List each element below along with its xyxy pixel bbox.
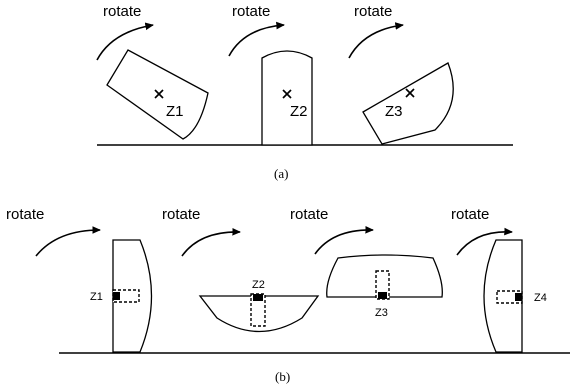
center-label-b-z2: Z2 [252,279,265,291]
rotate-arrow-a3 [348,22,404,59]
rotate-label-a3: rotate [354,3,392,20]
center-label-b-z4: Z4 [534,292,547,304]
rotate-label-b1: rotate [6,206,44,223]
rotate-arrow-b4 [456,227,513,256]
rotate-arrow-b3 [314,225,374,255]
panel-b: rotate rotate rotate rotate Z1 Z2 Z3 [6,206,570,384]
object-a1: Z1 [106,49,209,140]
center-label-z2: Z2 [290,103,308,120]
center-label-b-z1: Z1 [90,291,103,303]
rotate-arrow-b2 [181,227,241,257]
rotate-arrow-b1 [35,226,101,257]
object-a2: Z2 [261,50,313,146]
caption-a: (a) [274,166,288,181]
rotate-label-b3: rotate [290,206,328,223]
object-a3: Z3 [362,62,454,145]
object-b2: Z2 [198,279,320,333]
rotate-label-b2: rotate [162,206,200,223]
rotate-arrow-a1 [96,22,154,61]
object-b3: Z3 [326,254,443,319]
panel-a: rotate rotate rotate Z1 Z2 Z3 ( [96,3,513,181]
object-b4: Z4 [483,239,547,353]
rotate-label-a2: rotate [232,3,270,20]
object-b1: Z1 [90,239,153,353]
rotate-label-a1: rotate [103,3,141,20]
center-label-b-z3: Z3 [375,307,388,319]
rotate-label-b4: rotate [451,206,489,223]
center-label-z1: Z1 [166,103,184,120]
caption-b: (b) [275,369,290,384]
center-label-z3: Z3 [385,103,403,120]
rotate-arrow-a2 [228,21,285,57]
